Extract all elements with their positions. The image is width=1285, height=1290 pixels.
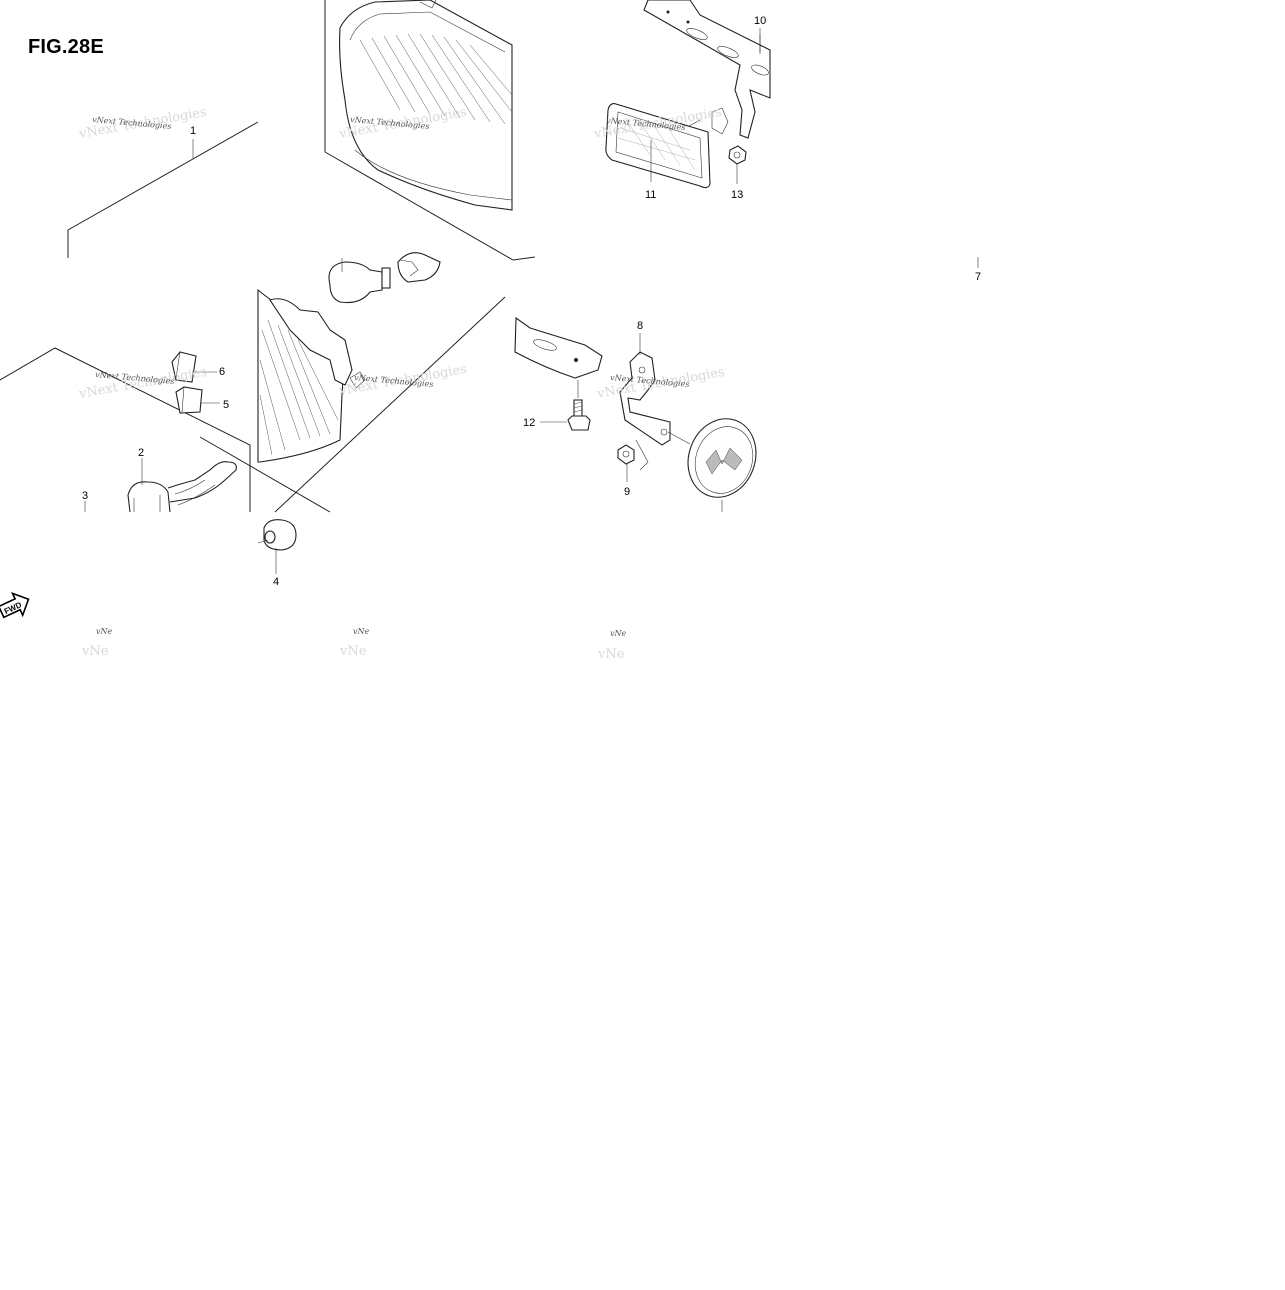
watermarks: vNext Technologies vNext Technologies vN… bbox=[77, 105, 726, 662]
watermark-partial-bg: vNe bbox=[81, 644, 109, 659]
watermark-partial-bg: vNe bbox=[597, 647, 625, 662]
lamp-housing bbox=[257, 288, 366, 463]
part-4-grommet bbox=[257, 519, 297, 574]
callout-6: 6 bbox=[219, 366, 225, 378]
callout-labels: 1 2 3 4 5 6 7 8 9 10 11 12 13 bbox=[82, 15, 981, 588]
fwd-arrow-icon: FWD bbox=[0, 592, 30, 619]
callout-1: 1 bbox=[190, 125, 196, 137]
part-9-nut bbox=[617, 444, 635, 482]
part-12-bolt bbox=[540, 399, 591, 431]
watermark-partial: vNe bbox=[96, 627, 113, 636]
assembly-box-lines bbox=[0, 0, 536, 513]
callout-11: 11 bbox=[645, 189, 656, 201]
watermark-partial: vNe bbox=[610, 629, 627, 638]
callout-13: 13 bbox=[731, 189, 743, 201]
callout-7: 7 bbox=[975, 271, 981, 283]
watermark-partial: vNe bbox=[353, 627, 370, 636]
watermark-partial-bg: vNe bbox=[339, 644, 367, 659]
part-8-bracket bbox=[619, 333, 691, 471]
callout-12: 12 bbox=[523, 417, 535, 429]
part-13-nut bbox=[728, 145, 747, 184]
callout-5: 5 bbox=[223, 399, 229, 411]
part-5-block bbox=[175, 386, 220, 414]
figure-title: FIG.28E bbox=[28, 36, 104, 58]
part-6-block bbox=[171, 351, 217, 383]
round-reflector bbox=[687, 418, 757, 512]
callout-9: 9 bbox=[624, 486, 630, 498]
callout-10: 10 bbox=[754, 15, 766, 27]
mounting-plate bbox=[514, 316, 603, 398]
part-11-reflector bbox=[605, 103, 711, 189]
bulb bbox=[328, 252, 441, 304]
tail-lamp-lens-upper bbox=[339, 0, 513, 211]
callout-4: 4 bbox=[273, 576, 279, 588]
callout-2: 2 bbox=[138, 447, 144, 459]
part-2-socket bbox=[84, 458, 237, 513]
leader-lines bbox=[192, 34, 979, 268]
callout-8: 8 bbox=[637, 320, 643, 332]
callout-3: 3 bbox=[82, 490, 88, 502]
